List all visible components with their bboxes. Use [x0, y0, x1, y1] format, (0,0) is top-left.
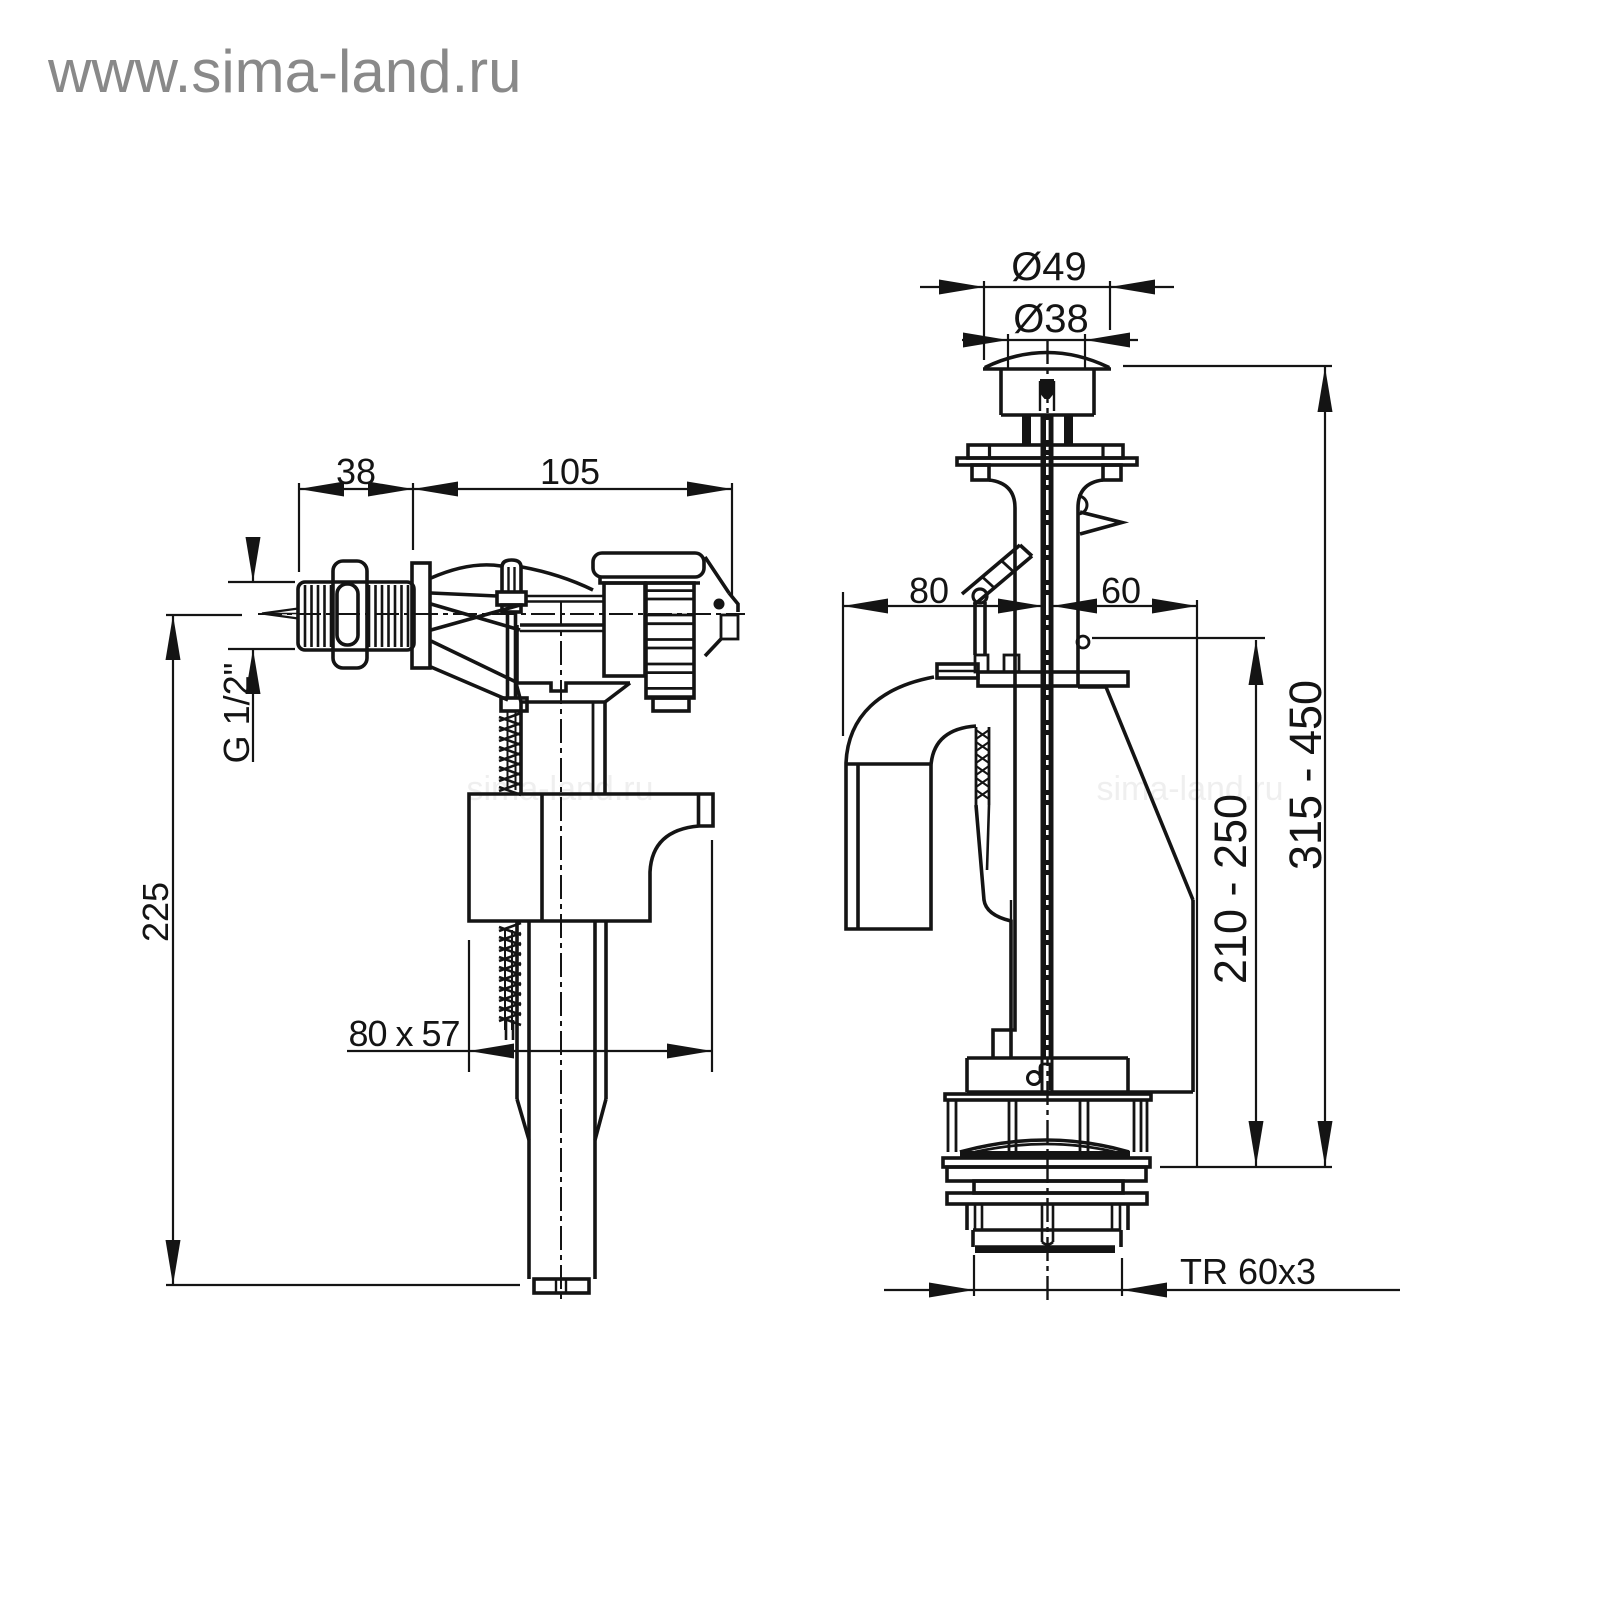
svg-text:sima-land.ru: sima-land.ru [1096, 770, 1283, 808]
svg-text:80 x 57: 80 x 57 [348, 1013, 459, 1054]
svg-text:210 - 250: 210 - 250 [1205, 794, 1256, 984]
svg-text:80: 80 [909, 570, 949, 611]
svg-text:www.sima-land.ru: www.sima-land.ru [47, 38, 521, 105]
svg-text:60: 60 [1101, 570, 1141, 611]
svg-text:315 - 450: 315 - 450 [1280, 680, 1331, 870]
svg-text:G 1/2": G 1/2" [216, 663, 257, 764]
svg-text:105: 105 [540, 451, 600, 492]
svg-text:TR 60x3: TR 60x3 [1180, 1251, 1316, 1292]
svg-text:38: 38 [336, 451, 376, 492]
svg-text:Ø49: Ø49 [1011, 245, 1087, 289]
svg-text:225: 225 [135, 882, 176, 942]
svg-text:Ø38: Ø38 [1013, 297, 1089, 341]
